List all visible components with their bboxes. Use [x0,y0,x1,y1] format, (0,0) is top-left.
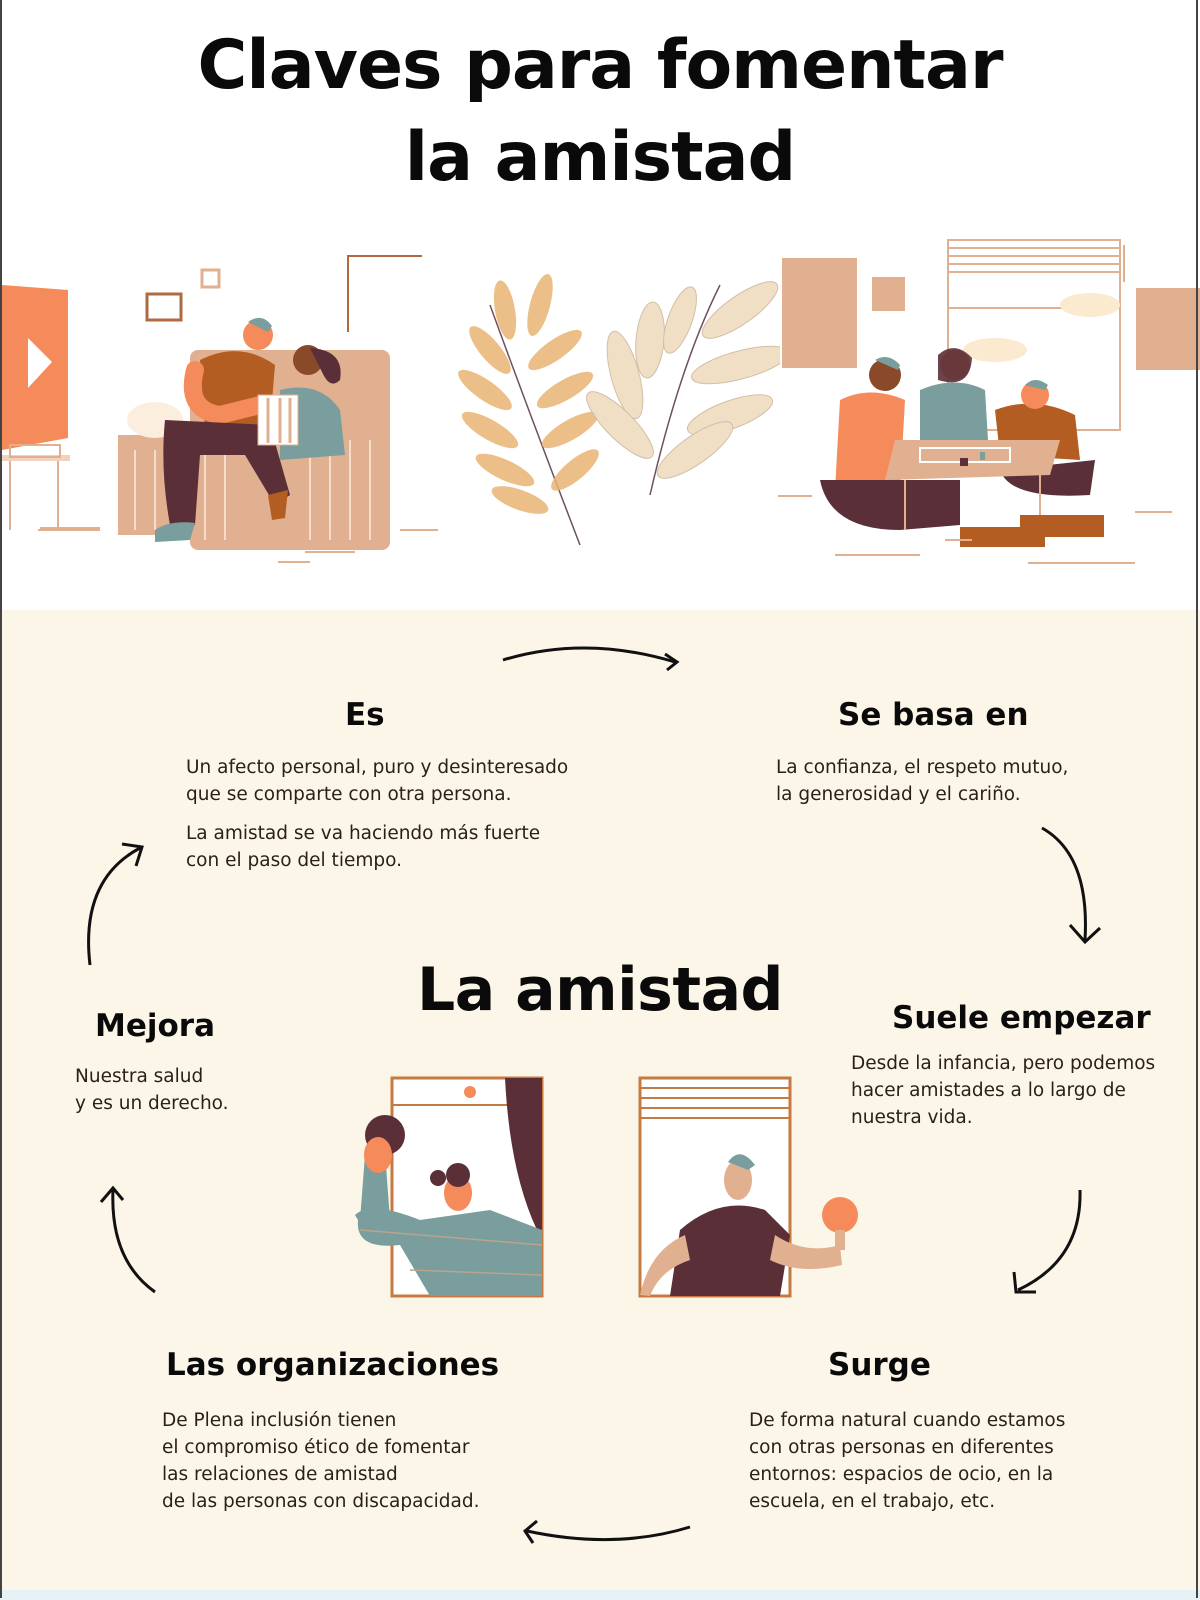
friends-board-game-illustration [760,230,1200,570]
arrow-mejora-to-es-icon [80,840,150,970]
cycle-item-title: Las organizaciones [166,1347,500,1383]
cycle-item-text-extra: La amistad se va haciendo más fuerte con… [186,823,541,871]
arrow-organizaciones-to-mejora-icon [95,1180,165,1300]
cycle-item-text: Un afecto personal, puro y desinteresado… [186,757,569,805]
arrow-suele-to-surge-icon [1010,1180,1090,1300]
cycle-item-text: De forma natural cuando estamos con otra… [749,1410,1066,1512]
arrow-surge-to-organizaciones-icon [515,1515,695,1555]
cycle-item-title: Suele empezar [892,1000,1151,1036]
cycle-section [0,610,1200,1590]
man-window-illustration [630,1070,890,1300]
cycle-item-text: Nuestra salud y es un derecho. [75,1066,229,1114]
woman-window-illustration [350,1070,550,1300]
arrow-es-to-se-basa-icon [495,640,695,680]
couple-on-sofa-illustration [0,240,440,570]
cycle-item-title: Se basa en [838,697,1029,733]
cycle-item-text: De Plena inclusión tienen el compromiso … [162,1410,480,1512]
center-title: La amistad [416,955,784,1025]
cycle-item-text: Desde la infancia, pero podemos hacer am… [851,1053,1156,1128]
cycle-item-text: La confianza, el respeto mutuo, la gener… [776,757,1069,805]
cycle-item-title: Es [345,697,385,733]
arrow-se-basa-to-suele-icon [1030,820,1110,950]
cycle-item-title: Mejora [95,1008,216,1044]
cycle-item-title: Surge [828,1347,931,1383]
footer-strip [0,1590,1200,1600]
leaves-illustration [450,265,780,555]
page-title: Claves para fomentar la amistad [197,26,1004,197]
